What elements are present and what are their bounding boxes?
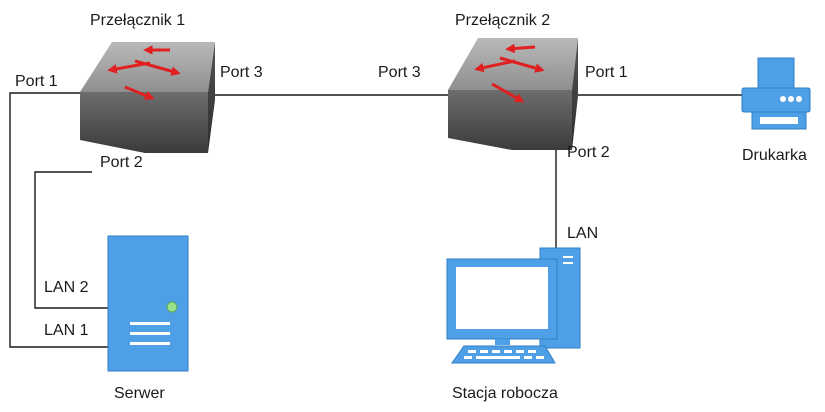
connections bbox=[9, 92, 742, 348]
switch-2-top bbox=[448, 38, 578, 90]
switch-icon bbox=[474, 43, 545, 103]
server-lan1-label: LAN 1 bbox=[44, 322, 89, 339]
switch-2[interactable] bbox=[448, 38, 578, 150]
switch-1[interactable] bbox=[80, 42, 215, 153]
switch-1-port2-label: Port 2 bbox=[100, 154, 143, 171]
drive-slot bbox=[130, 322, 170, 325]
switch-2-port2-label: Port 2 bbox=[567, 144, 610, 161]
workstation-label: Stacja robocza bbox=[452, 385, 558, 402]
printer-led-icon bbox=[796, 96, 802, 102]
power-led-icon bbox=[166, 301, 178, 313]
wire-server-lan2-switch1-port2 bbox=[34, 171, 108, 309]
server-label: Serwer bbox=[114, 385, 165, 402]
printer-label: Drukarka bbox=[742, 147, 807, 164]
pc-tower-vent bbox=[563, 256, 573, 258]
switch-icon bbox=[107, 45, 181, 100]
keyboard-keys bbox=[464, 350, 544, 359]
drive-slot bbox=[130, 342, 170, 345]
server[interactable] bbox=[107, 235, 189, 372]
switch-2-side bbox=[572, 38, 578, 150]
keyboard-icon bbox=[451, 345, 556, 364]
switch-1-top bbox=[80, 42, 215, 92]
printer[interactable] bbox=[741, 57, 811, 130]
workstation[interactable] bbox=[446, 247, 581, 364]
switch-1-side bbox=[208, 42, 215, 153]
switch-2-port1-label: Port 1 bbox=[585, 64, 628, 81]
workstation-lan-label: LAN bbox=[567, 225, 598, 242]
switch-2-port3-label: Port 3 bbox=[378, 64, 421, 81]
switch-1-front bbox=[80, 92, 208, 153]
switch-1-port1-label: Port 1 bbox=[15, 73, 58, 90]
switch-2-front bbox=[448, 90, 572, 150]
wire-server-lan1-switch1-port1 bbox=[9, 92, 108, 348]
drive-slot bbox=[130, 332, 170, 335]
printer-led-icon bbox=[780, 96, 786, 102]
monitor-screen bbox=[456, 267, 548, 329]
switch-1-port3-label: Port 3 bbox=[220, 64, 263, 81]
printer-led-icon bbox=[788, 96, 794, 102]
switch-1-title: Przełącznik 1 bbox=[90, 12, 185, 29]
server-lan2-label: LAN 2 bbox=[44, 279, 89, 296]
switch-2-title: Przełącznik 2 bbox=[455, 12, 550, 29]
pc-tower-vent bbox=[563, 262, 573, 264]
printer-paper-out bbox=[760, 117, 798, 124]
labels: Przełącznik 1 Port 1 Port 2 Port 3 Przeł… bbox=[15, 12, 807, 402]
monitor-neck bbox=[495, 339, 510, 345]
printer-paper-in bbox=[757, 57, 795, 91]
